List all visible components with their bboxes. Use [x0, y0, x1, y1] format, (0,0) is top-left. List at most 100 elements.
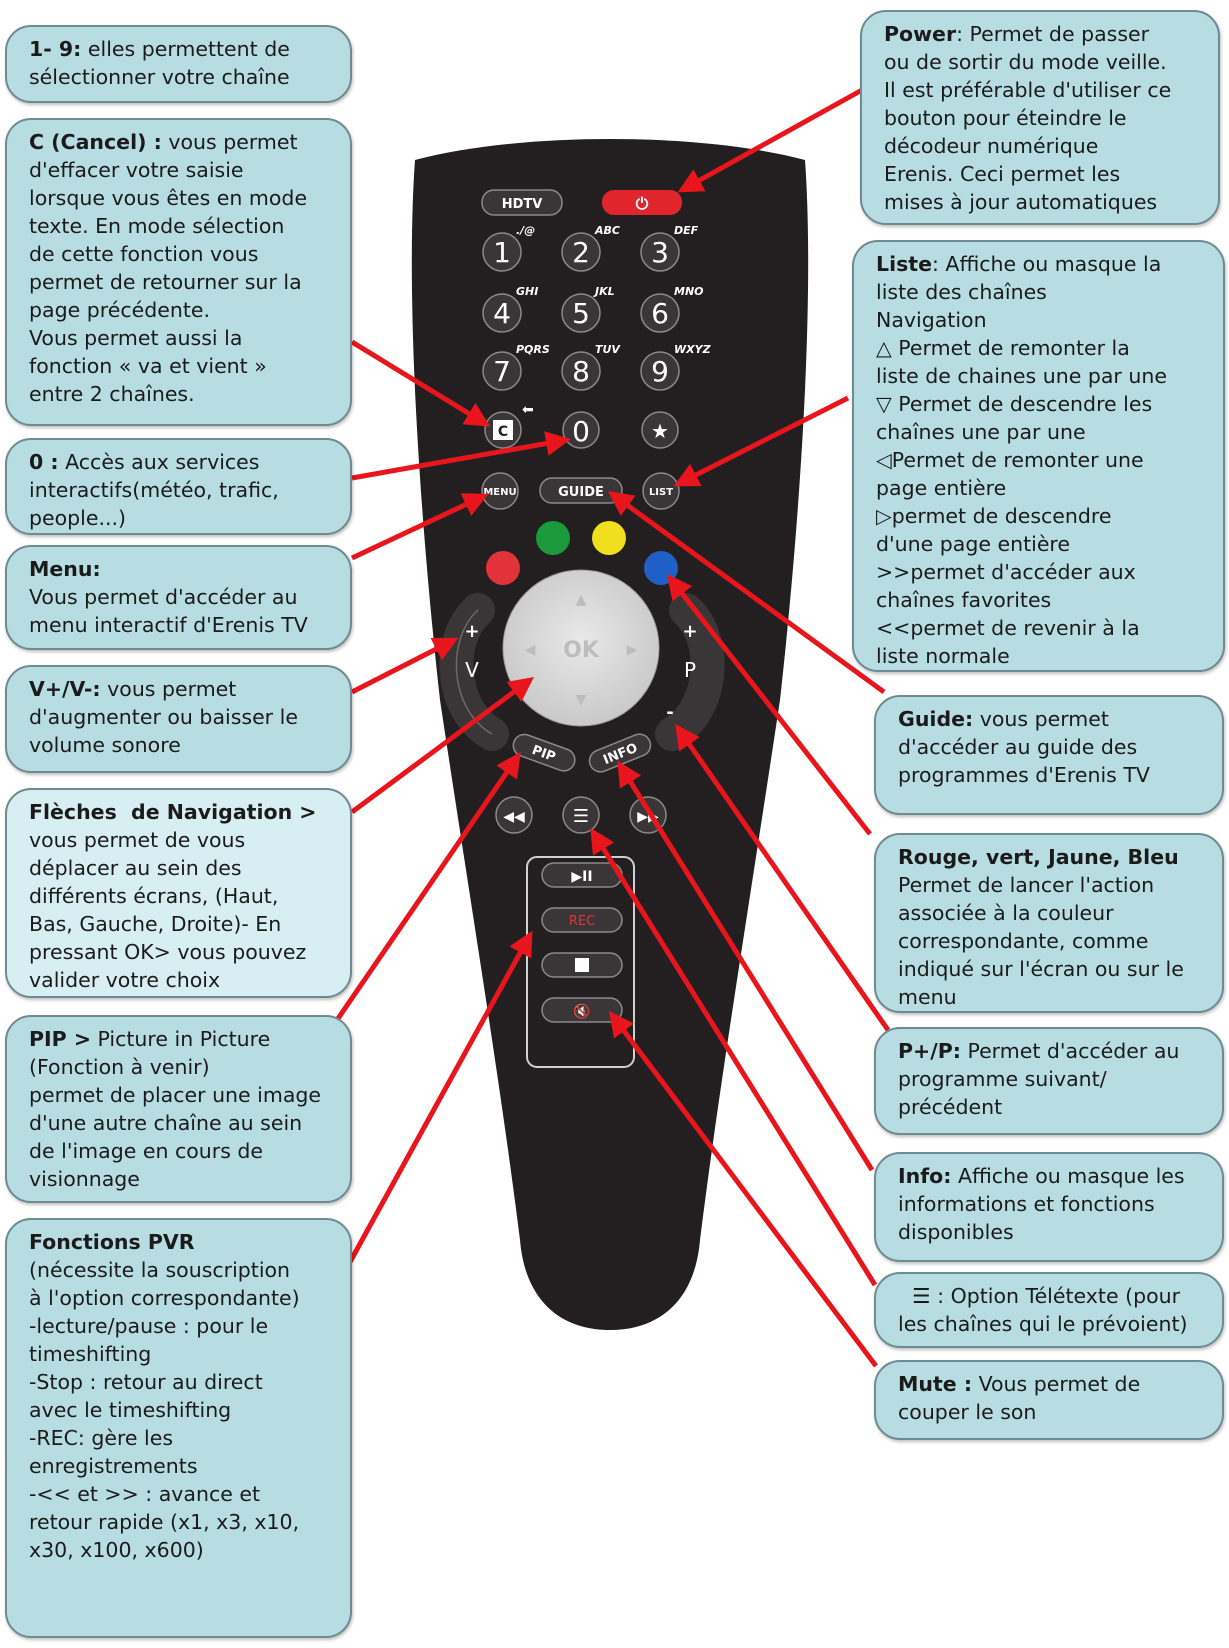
callout-line: liste normale [876, 642, 1205, 670]
callout-text: programme suivant/ [898, 1067, 1107, 1091]
down-arrow-icon[interactable]: ▼ [576, 692, 587, 708]
power-button[interactable] [602, 190, 682, 215]
callout-line: lorsque vous êtes en mode [29, 184, 332, 212]
play-pause-icon: ▶II [571, 869, 592, 885]
callout-line: mises à jour automatiques [884, 188, 1200, 216]
callout-line: liste des chaînes [876, 278, 1205, 306]
navigation-pad[interactable] [502, 569, 660, 727]
callout-line: x30, x100, x600) [29, 1536, 332, 1564]
program-rocker[interactable] [655, 593, 725, 751]
callout-line: liste de chaines une par une [876, 362, 1205, 390]
callout-bold-text: Guide: [898, 707, 974, 731]
rec-label: REC [569, 914, 595, 929]
callout-line: timeshifting [29, 1340, 332, 1368]
callout-line: décodeur numérique [884, 132, 1200, 160]
callout-text: disponibles [898, 1220, 1014, 1244]
yellow-button[interactable] [592, 521, 626, 555]
arrow-list [673, 395, 850, 487]
callout-text: décodeur numérique [884, 134, 1099, 158]
pip-button[interactable] [510, 731, 578, 774]
callout-text: d'effacer votre saisie [29, 158, 244, 182]
rewind-icon: ◀◀ [503, 809, 525, 825]
key-5-button[interactable] [561, 293, 601, 333]
callout-line: permet de retourner sur la [29, 268, 332, 296]
list-button[interactable] [642, 472, 680, 510]
callout-text: page entière [876, 476, 1007, 500]
callout-bold-text: Mute : [898, 1372, 973, 1396]
key-4-letters: GHI [516, 285, 538, 298]
red-button[interactable] [486, 551, 520, 585]
callout-line: Info: Affiche ou masque les [898, 1162, 1204, 1190]
callout-line: Flèches de Navigation > [29, 798, 332, 826]
callout-text: Vous permet d'accéder au [29, 585, 298, 609]
left-arrow-icon[interactable]: ◀ [525, 642, 536, 658]
callout-line: Erenis. Ceci permet les [884, 160, 1200, 188]
arrow-cancel [350, 339, 491, 427]
teletext-button[interactable] [562, 796, 600, 834]
arrow-info [617, 760, 875, 1172]
callout-text: ▽ Permet de descendre les [876, 392, 1153, 416]
callout-line: Permet de lancer l'action [898, 871, 1204, 899]
key-1-button[interactable] [482, 232, 522, 272]
key-9-label: 9 [651, 355, 669, 388]
key-2-label: 2 [572, 236, 590, 269]
key-8-label: 8 [572, 355, 590, 388]
callout-line: ▽ Permet de descendre les [876, 390, 1205, 418]
callout-bold-text: Liste [876, 252, 932, 276]
callout-line: Rouge, vert, Jaune, Bleu [898, 843, 1204, 871]
mute-button[interactable] [541, 997, 623, 1023]
callout-text: : Permet de passer [956, 22, 1150, 46]
arrow-pvr [347, 930, 533, 1264]
key-9-button[interactable] [640, 351, 680, 391]
callout-line: page précédente. [29, 296, 332, 324]
callout-text: texte. En mode sélection [29, 214, 285, 238]
callout-text: ▷permet de descendre [876, 504, 1112, 528]
callout-text: interactifs(météo, trafic, [29, 478, 279, 502]
right-arrow-icon[interactable]: ▶ [627, 642, 638, 658]
callout-text: Permet de lancer l'action [898, 873, 1155, 897]
key-3-button[interactable] [640, 232, 680, 272]
callout-text: timeshifting [29, 1342, 152, 1366]
star-button[interactable] [641, 411, 679, 449]
hdtv-button[interactable] [481, 189, 563, 216]
callout-line: disponibles [898, 1218, 1204, 1246]
callout-text: couper le son [898, 1400, 1037, 1424]
up-arrow-icon[interactable]: ▲ [576, 592, 587, 608]
callout-line: menu interactif d'Erenis TV [29, 611, 332, 639]
callout-bold-text: Rouge, vert, Jaune, Bleu [898, 845, 1179, 869]
callout-line: d'accéder au guide des [898, 733, 1204, 761]
callout-line: d'une autre chaîne au sein [29, 1109, 332, 1137]
key-6-button[interactable] [640, 293, 680, 333]
callout-text: : Affiche ou masque la [932, 252, 1162, 276]
green-button[interactable] [536, 521, 570, 555]
callout-text: vous permet de vous [29, 828, 246, 852]
callout-text: déplacer au sein des [29, 856, 242, 880]
zero-label: 0 [572, 415, 590, 448]
key-8-button[interactable] [561, 351, 601, 391]
menu-button[interactable] [481, 472, 519, 510]
callout-line: Vous permet d'accéder au [29, 583, 332, 611]
callout-line: Fonctions PVR [29, 1228, 332, 1256]
key-4-button[interactable] [482, 293, 522, 333]
key-2-button[interactable] [561, 232, 601, 272]
callout-text: d'une page entière [876, 532, 1071, 556]
key-7-button[interactable] [482, 351, 522, 391]
callout-text: liste des chaînes [876, 280, 1047, 304]
guide-button[interactable] [539, 477, 623, 504]
program-p-label: P [684, 658, 696, 682]
arrow-power [677, 87, 864, 193]
callout-text: ◁Permet de remonter une [876, 448, 1144, 472]
zero-button[interactable] [562, 411, 600, 449]
callout-line: Mute : Vous permet de [898, 1370, 1204, 1398]
callout-text: volume sonore [29, 733, 181, 757]
rec-button[interactable] [541, 907, 623, 933]
callout-bold-text: Fonctions PVR [29, 1230, 195, 1254]
callout-text: sélectionner votre chaîne [29, 65, 290, 89]
ok-button[interactable]: OK [563, 638, 600, 663]
rewind-button[interactable] [495, 796, 533, 834]
